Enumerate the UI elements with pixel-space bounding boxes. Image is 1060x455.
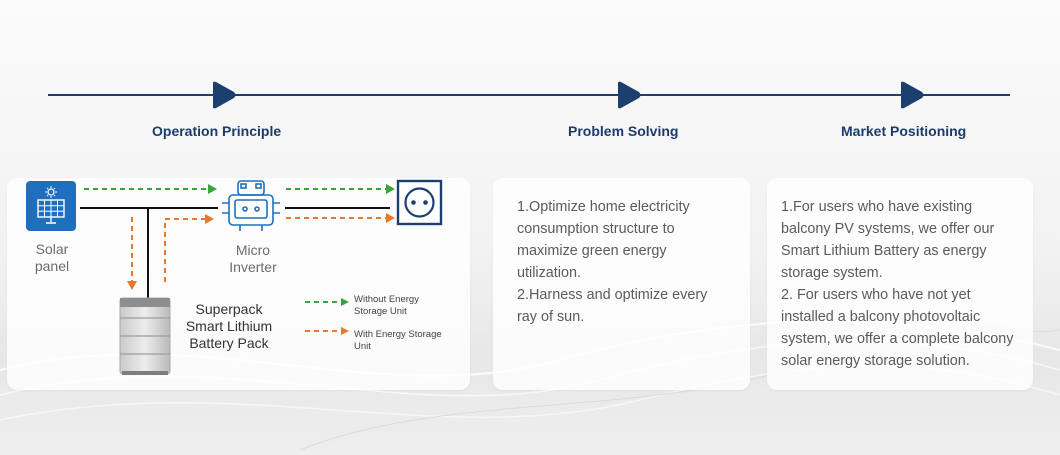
label-line: Solar bbox=[35, 241, 69, 257]
stage-title-operation-principle: Operation Principle bbox=[152, 123, 282, 139]
text-line: consumption structure to bbox=[517, 221, 675, 237]
text-line: 1.Optimize home electricity bbox=[517, 199, 690, 215]
text-line: ray of sun. bbox=[517, 309, 585, 325]
market-positioning-text: 1.For users who have existing balcony PV… bbox=[781, 196, 1014, 372]
text-line: balcony PV systems, we offer our bbox=[781, 221, 995, 237]
timeline-marker-icon bbox=[901, 81, 924, 109]
legend-with-storage: With Energy Storage Unit bbox=[354, 329, 442, 353]
stage-title-market-positioning: Market Positioning bbox=[841, 123, 967, 139]
text-line: 2.Harness and optimize every bbox=[517, 287, 708, 303]
solar-panel-label: Solar panel bbox=[26, 241, 78, 275]
text-line: installed a balcony photovoltaic bbox=[781, 309, 981, 325]
text-line: maximize green energy bbox=[517, 243, 667, 259]
legend-line: Storage Unit bbox=[354, 306, 407, 317]
label-line: Inverter bbox=[229, 259, 277, 275]
text-line: solar energy storage solution. bbox=[781, 353, 970, 369]
text-line: 1.For users who have existing bbox=[781, 199, 973, 215]
problem-solving-text: 1.Optimize home electricity consumption … bbox=[517, 196, 707, 328]
legend-line: Without Energy bbox=[354, 294, 419, 305]
label-line: Micro bbox=[235, 242, 271, 258]
text-line: storage system. bbox=[781, 265, 883, 281]
micro-inverter-label: Micro Inverter bbox=[216, 242, 290, 276]
timeline-line bbox=[48, 94, 1010, 96]
text-line: Smart Lithium Battery as energy bbox=[781, 243, 987, 259]
label-line: Smart Lithium bbox=[185, 318, 273, 334]
timeline-marker-icon bbox=[213, 81, 236, 109]
timeline-marker-icon bbox=[618, 81, 641, 109]
problem-solving-card bbox=[493, 178, 750, 390]
operation-principle-card bbox=[7, 178, 470, 390]
legend-line: With Energy Storage bbox=[354, 329, 442, 340]
label-line: Superpack bbox=[195, 301, 263, 317]
text-line: utilization. bbox=[517, 265, 581, 281]
legend-without-storage: Without Energy Storage Unit bbox=[354, 294, 419, 318]
text-line: 2. For users who have not yet bbox=[781, 287, 971, 303]
label-line: panel bbox=[34, 258, 70, 274]
stage-title-problem-solving: Problem Solving bbox=[568, 123, 679, 139]
legend-line: Unit bbox=[354, 341, 371, 352]
label-line: Battery Pack bbox=[189, 335, 269, 351]
text-line: system, we offer a complete balcony bbox=[781, 331, 1014, 347]
market-positioning-card bbox=[767, 178, 1033, 390]
battery-pack-label: Superpack Smart Lithium Battery Pack bbox=[177, 301, 281, 352]
